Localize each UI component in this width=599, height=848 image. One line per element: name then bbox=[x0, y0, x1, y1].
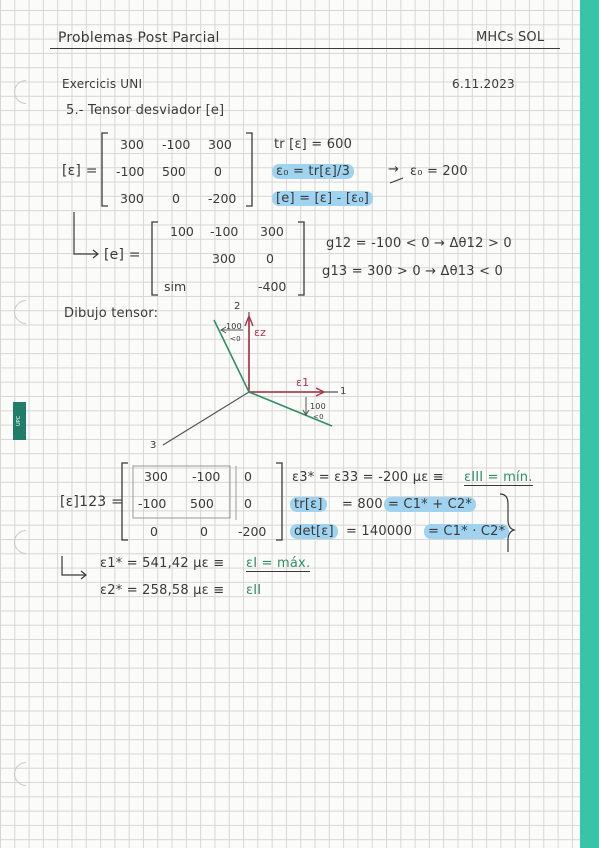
exercise-date: 6.11.2023 bbox=[452, 77, 515, 91]
shear-b-value: 100 bbox=[310, 402, 326, 411]
strain-cell: 0 bbox=[214, 164, 222, 179]
strain-cell: -100 bbox=[116, 164, 145, 179]
header-title: Problemas Post Parcial bbox=[58, 30, 220, 46]
trace-sum: = C1* + C2* bbox=[384, 497, 477, 512]
exercise-name: Exercicis UNI bbox=[62, 77, 143, 91]
det-value: = 140000 bbox=[346, 524, 413, 539]
principal-e2: ε2* = 258,58 με ≡ bbox=[100, 583, 225, 598]
principal-cell: -100 bbox=[192, 469, 221, 484]
trace-equation: tr [ε] = 600 bbox=[274, 137, 353, 152]
axis-1-label: 1 bbox=[340, 386, 347, 397]
trace-value: = 800 bbox=[342, 497, 383, 512]
det-term: det[ε] bbox=[290, 524, 338, 539]
strain-cell: 300 bbox=[208, 137, 232, 152]
shear-g13: g13 = 300 > 0 → Δθ13 < 0 bbox=[322, 264, 503, 279]
trace-term: tr[ε] bbox=[290, 497, 327, 512]
principal-cell: -100 bbox=[138, 496, 167, 511]
strain-matrix-label: [ε] = bbox=[62, 163, 98, 179]
axis-3-label: 3 bbox=[150, 440, 157, 451]
deviator-cell: 300 bbox=[212, 251, 236, 266]
eps-z-label: εz bbox=[254, 326, 267, 339]
drawing-title: Dibujo tensor: bbox=[64, 306, 159, 321]
eps0-definition: ε₀ = tr[ε]/3 bbox=[272, 164, 355, 179]
principal-cell: 0 bbox=[244, 496, 252, 511]
deviator-cell: 100 bbox=[170, 224, 194, 239]
principal-cell: 0 bbox=[150, 524, 158, 539]
strain-cell: -100 bbox=[162, 137, 191, 152]
deviator-cell: -100 bbox=[210, 224, 239, 239]
principal-cell: 500 bbox=[190, 496, 214, 511]
section-title: 5.- Tensor desviador [e] bbox=[66, 103, 225, 118]
principal-e3-min: εIII = mín. bbox=[464, 470, 533, 486]
shear-a-value: 100 bbox=[226, 322, 242, 331]
principal-e1-max: εI = máx. bbox=[246, 556, 311, 572]
det-product: = C1* · C2* bbox=[424, 524, 510, 539]
deviator-cell: 0 bbox=[266, 251, 274, 266]
eps0-arrow-text: → bbox=[388, 162, 400, 177]
accent-strip bbox=[580, 0, 599, 848]
principal-matrix-label: [ε]123 = bbox=[60, 494, 123, 510]
deviator-definition: [e] = [ε] - [ε₀] bbox=[272, 191, 374, 206]
axis-2-label: 2 bbox=[234, 301, 241, 312]
deviator-cell: 300 bbox=[260, 224, 284, 239]
shear-b-sign: <0 bbox=[313, 413, 324, 421]
principal-cell: -200 bbox=[238, 524, 267, 539]
shear-g12: g12 = -100 < 0 → Δθ12 > 0 bbox=[326, 236, 512, 251]
eps0-value: ε₀ = 200 bbox=[410, 164, 468, 179]
strain-cell: 300 bbox=[120, 191, 144, 206]
principal-cell: 0 bbox=[244, 469, 252, 484]
header-underline bbox=[50, 48, 560, 50]
header-author: MHCs SOL bbox=[476, 30, 545, 45]
deviator-matrix-label: [e] = bbox=[104, 247, 141, 263]
eps-1-label: ε1 bbox=[296, 376, 310, 389]
principal-e1: ε1* = 541,42 με ≡ bbox=[100, 556, 225, 571]
principal-e2-label: εII bbox=[246, 583, 262, 598]
strain-cell: 0 bbox=[172, 191, 180, 206]
strain-cell: 500 bbox=[162, 164, 186, 179]
deviator-cell: sim bbox=[164, 279, 187, 294]
principal-cell: 300 bbox=[144, 469, 168, 484]
strain-cell: -200 bbox=[208, 191, 237, 206]
strain-cell: 300 bbox=[120, 137, 144, 152]
principal-cell: 0 bbox=[200, 524, 208, 539]
shear-a-sign: <0 bbox=[230, 335, 241, 343]
principal-e3: ε3* = ε33 = -200 με ≡ bbox=[292, 470, 444, 485]
deviator-cell: -400 bbox=[258, 279, 287, 294]
